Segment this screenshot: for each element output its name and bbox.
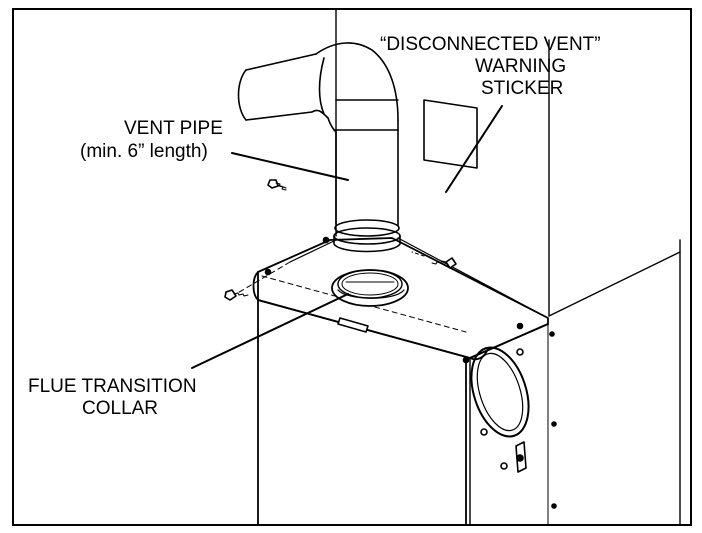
flue-collar-label-line1: FLUE TRANSITION [28,376,197,397]
furnace-side-panel [470,323,557,525]
warning-sticker [423,99,478,169]
sticker-label-line1: “DISCONNECTED VENT” [380,34,601,55]
sticker-label-line2: WARNING [475,56,567,77]
flue-collar-label-line2: COLLAR [82,398,159,419]
leader-lines [191,105,503,369]
flue-collar-leader [191,293,349,369]
sticker-label-line3: STICKER [481,78,564,99]
warning-sticker-leader [445,105,503,193]
vent-pipe-leader [231,152,349,181]
screw-lower-left [224,289,249,301]
vent-pipe-label-line2: (min. 6” length) [80,141,208,162]
screw-upper-left [267,179,287,191]
flue-transition-collar [331,269,409,307]
vent-pipe [237,42,549,319]
vent-pipe-label-line1: VENT PIPE [124,118,223,139]
screw-right [411,251,457,269]
